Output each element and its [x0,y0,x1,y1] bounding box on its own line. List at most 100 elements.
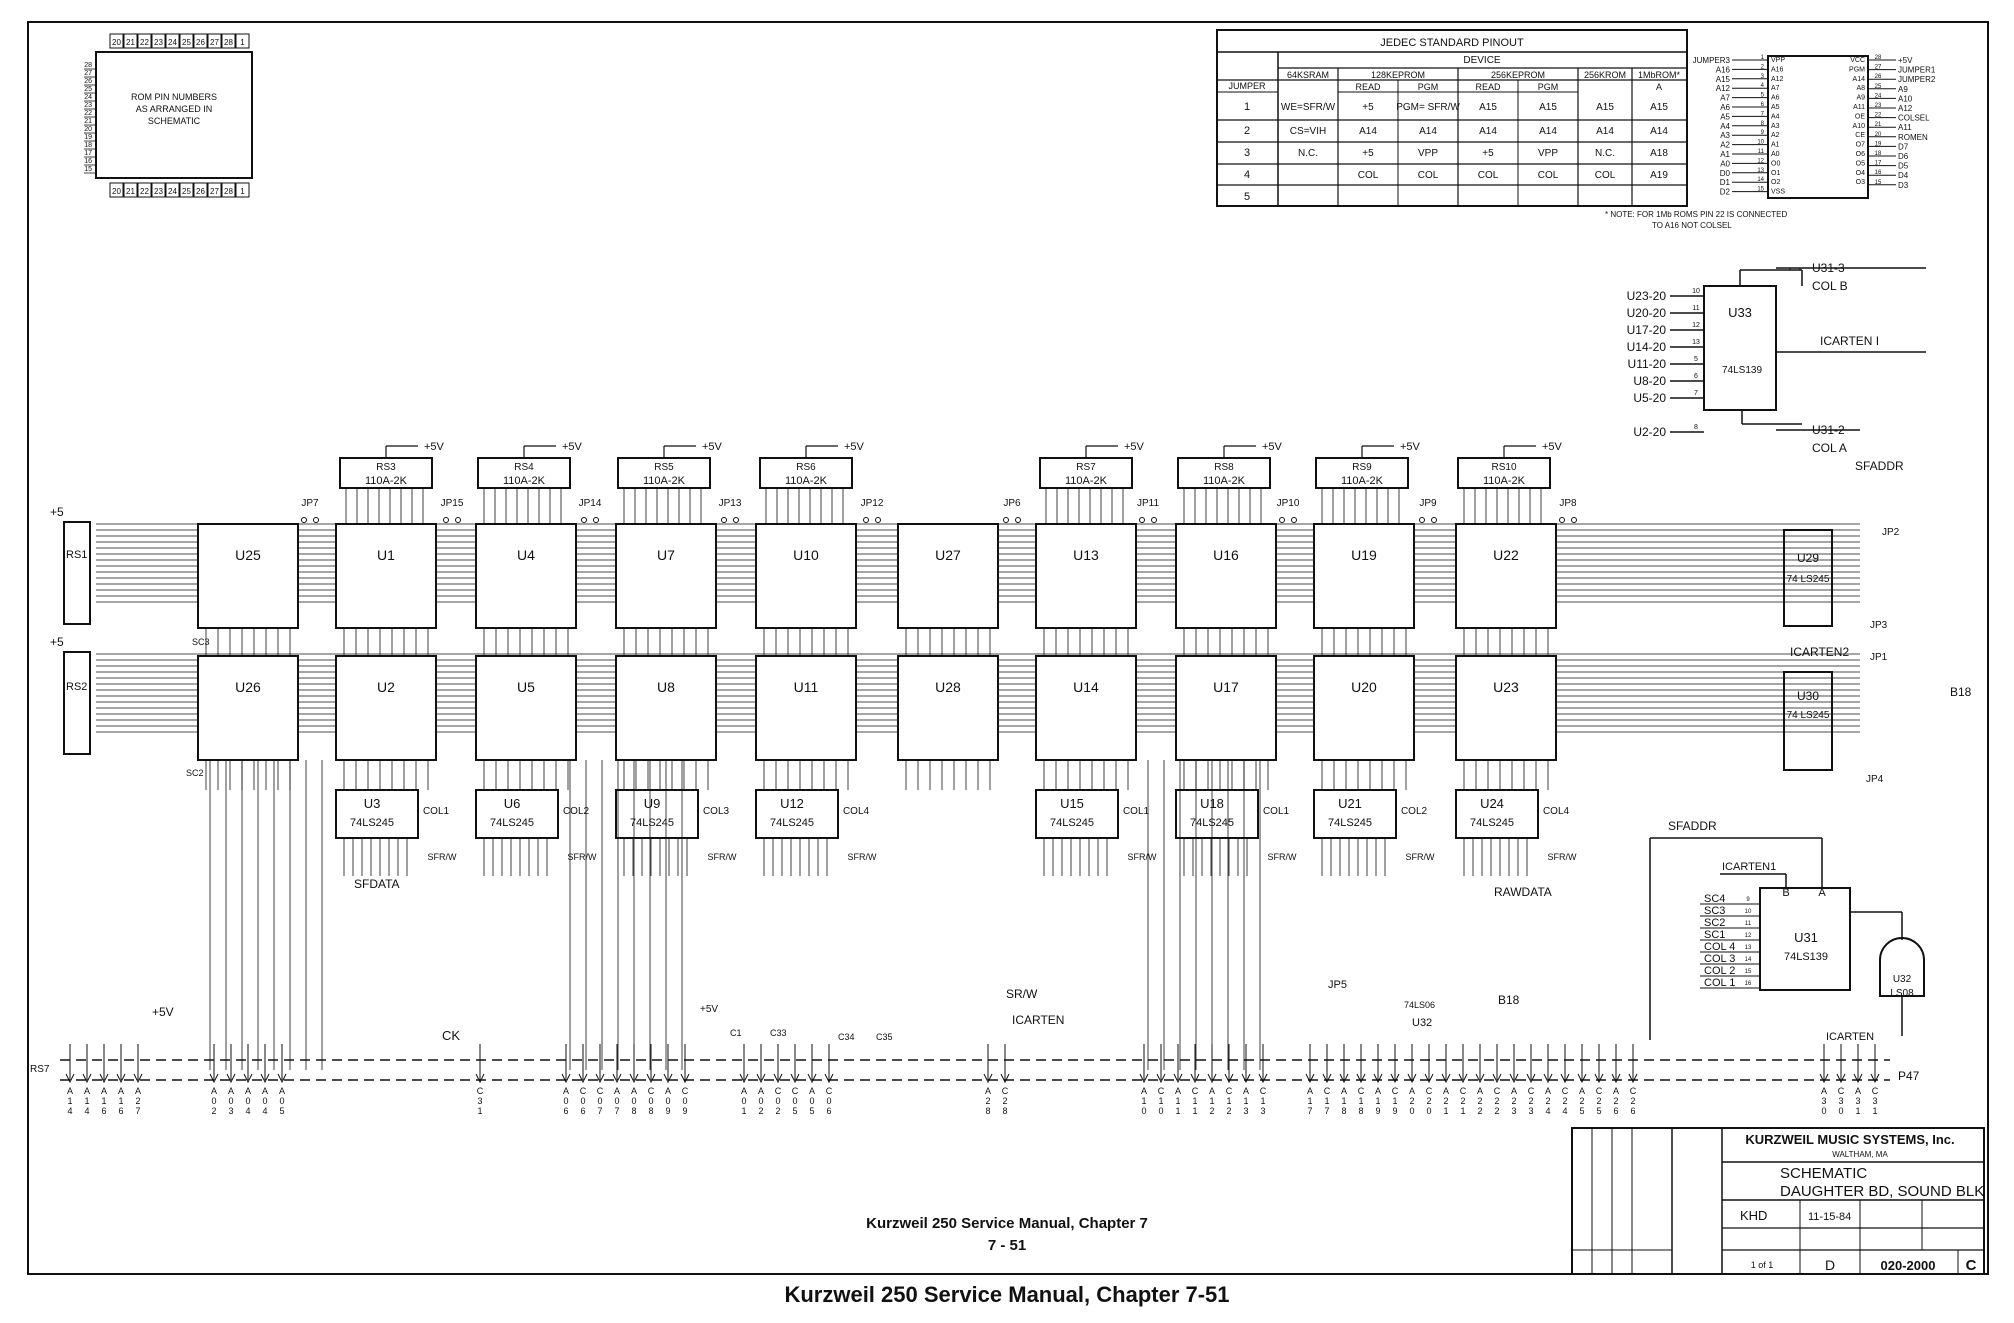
chip-u14 [1035,655,1137,761]
jedec-cell: 5 [1244,191,1250,203]
jumper-label: JP7 [301,498,319,509]
pin-arrow [1000,1073,1010,1084]
pin-box [179,33,194,49]
pin-arrow [1407,1073,1417,1084]
pinout-inner-label: A3 [1771,123,1780,130]
buffer-name: U21 [1338,796,1362,811]
ls06-label: 74LS06 [1404,1000,1435,1010]
plus5v-label: +5V [1124,441,1145,453]
u33-out-top-sub: COL B [1812,279,1848,293]
resistor-pack [1315,457,1409,489]
resistor-name: RS8 [1214,462,1234,473]
pin-number: 20 [84,126,92,133]
pin-arrow [1836,1073,1846,1084]
pin-arrow [116,1073,126,1084]
jedec-cell: +5 [1362,148,1374,159]
buffer-type: 74LS245 [1050,817,1094,829]
pinout-inner-label: A11 [1853,104,1865,111]
resistor-value: 110A-2K [1341,475,1384,487]
jedec-cell: VPP [1538,148,1558,159]
pinout-inner-label: O6 [1856,151,1865,158]
pin-box [193,33,208,49]
chip-u13 [1035,523,1137,629]
chip-u4 [475,523,577,629]
pin-arrow [226,1073,236,1084]
pinout-pin-number: 17 [1875,161,1882,167]
pin-box [109,182,124,198]
jumper-label: JP12 [861,498,884,509]
jumper-pad [593,517,599,523]
pinout-left-label: JUMPER3 [1693,56,1731,65]
jumper-pad [733,517,739,523]
u33-input-label: U8-20 [1633,374,1666,388]
jedec-cell: COL [1418,170,1439,181]
pin-number: 27 [210,187,219,196]
pinout-pin-number: 22 [1875,113,1882,119]
chip-label: U11 [794,679,819,695]
pin-number: 26 [84,78,92,85]
jedec-cell: A15 [1596,102,1614,113]
u31-input-label: COL 2 [1704,965,1735,977]
jumper-pad [455,517,461,523]
jedec-sub-pgm-2: PGM [1538,82,1559,92]
buffer-u24 [1455,789,1539,839]
pinout-pin-number: 15 [1875,180,1882,186]
chip-u27 [897,523,999,629]
pin-arrow [663,1073,673,1084]
u31-pin-number: 13 [1745,945,1752,951]
pin-arrow [983,1073,993,1084]
pin-arrow [1526,1073,1536,1084]
pinout-pin-number: 27 [1875,65,1882,71]
pinout-pin-number: 10 [1757,140,1764,146]
jedec-cell: A14 [1650,126,1668,137]
resistor-value: 110A-2K [503,475,546,487]
pin-box [137,182,152,198]
rom-note-text-3: SCHEMATIC [148,116,201,126]
pinout-pin-number: 6 [1761,102,1765,108]
pinout-pin-number: 15 [1757,187,1764,193]
jumper-pad [1279,517,1285,523]
pinout-inner-label: VSS [1771,189,1785,196]
icarten2-label: ICARTEN2 [1790,645,1849,659]
buffer-name: U6 [504,796,521,811]
jedec-sub-read-1: READ [1355,82,1381,92]
pinout-left-label: A12 [1716,84,1731,93]
pinout-inner-label: O0 [1771,160,1780,167]
pin-arrow [1594,1073,1604,1084]
u31-pin-number: 12 [1745,933,1752,939]
pin-number: 21 [84,118,92,125]
rs2-label: RS2 [66,681,87,693]
pin-arrow [243,1073,253,1084]
jedec-cell: A15 [1479,102,1497,113]
pin-box [123,33,138,49]
pinout-left-label: D1 [1720,178,1731,187]
buffer-u6 [475,789,559,839]
pin-arrow [260,1073,270,1084]
chip-u28 [897,655,999,761]
jedec-title: JEDEC STANDARD PINOUT [1380,37,1524,49]
pinout-inner-label: A6 [1771,95,1780,102]
pinout-pin-number: 8 [1761,121,1765,127]
pinout-inner-label: CE [1855,132,1865,139]
pinout-inner-label: VPP [1771,57,1785,64]
u31-port-a: A [1818,887,1826,899]
cap-c1: C1 [730,1028,742,1038]
pin-arrow [1373,1073,1383,1084]
resistor-name: RS5 [654,462,674,473]
pinout-pin-number: 28 [1875,55,1882,61]
jedec-cell: COL [1478,170,1499,181]
pinout-pin-number: 20 [1875,132,1882,138]
pin-arrow [82,1073,92,1084]
icarten-p47: ICARTEN [1826,1031,1874,1043]
pin-box [207,182,222,198]
